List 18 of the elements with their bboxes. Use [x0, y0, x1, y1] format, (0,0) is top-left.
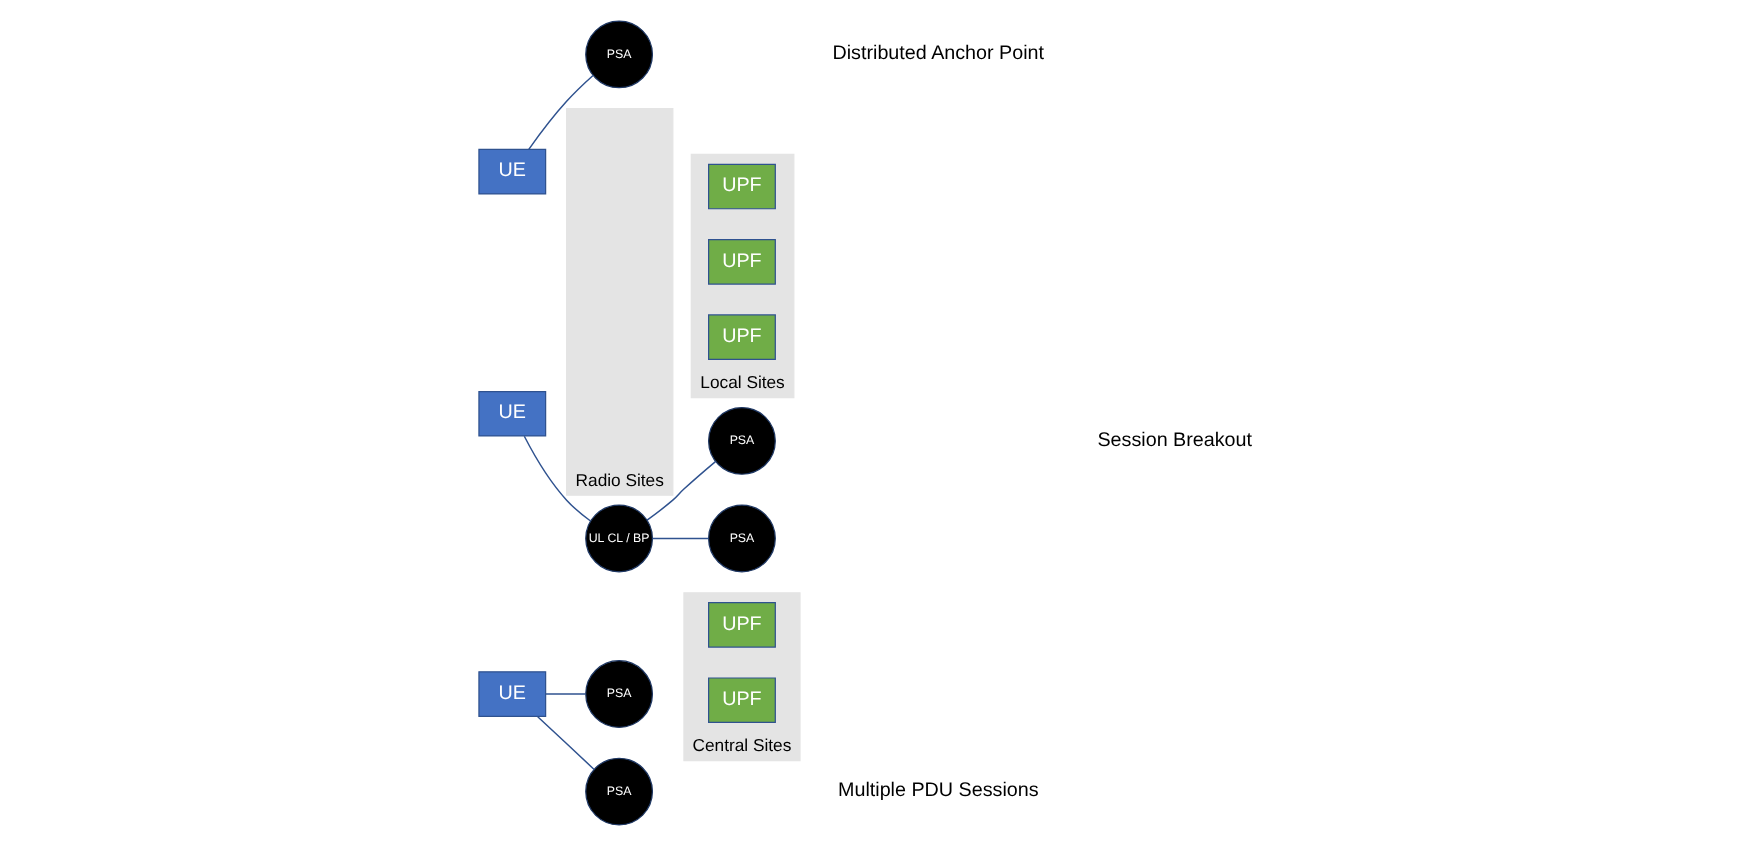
connector — [651, 537, 710, 540]
node-box: UE — [478, 148, 547, 195]
connector — [646, 460, 717, 521]
node-box: UE — [478, 390, 547, 437]
connector — [537, 715, 595, 771]
node-box: Radio Sites — [566, 108, 674, 496]
connector — [523, 435, 591, 522]
node-box: UPF — [708, 314, 776, 361]
connector — [545, 693, 587, 695]
label: Multiple PDU Sessions — [838, 780, 1039, 803]
label: Session Breakout — [1097, 429, 1253, 452]
node-box: UE — [478, 671, 547, 717]
connector — [528, 74, 594, 151]
node-box: UPF — [708, 163, 776, 210]
node-box: UPF — [708, 677, 776, 724]
node-box: UPF — [708, 239, 776, 285]
node-box: UPF — [708, 602, 776, 648]
label: Distributed Anchor Point — [832, 43, 1045, 66]
